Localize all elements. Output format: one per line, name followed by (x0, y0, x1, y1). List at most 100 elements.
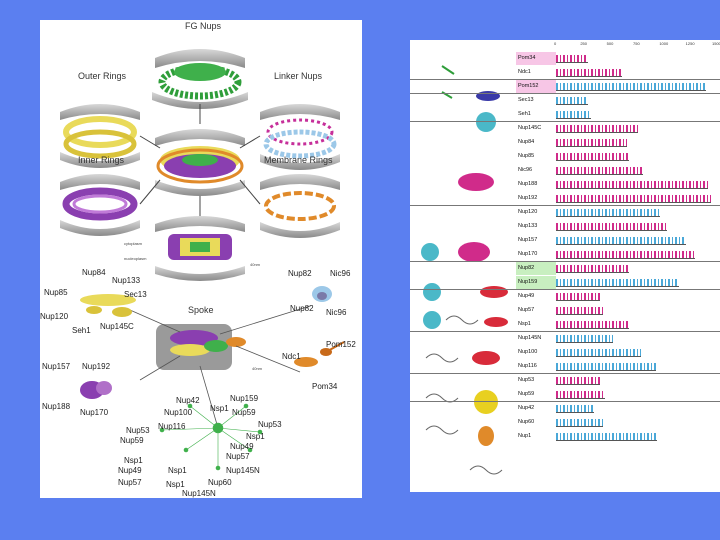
npc-architecture-panel: FG Nups Outer Rings Linker Nups Inner Ri… (40, 20, 362, 498)
label-nsp1-d: Nsp1 (168, 466, 187, 475)
thumb-nup84-complex (458, 173, 494, 191)
nup-row: Nup157 (516, 234, 720, 247)
label-nic96-b: Nic96 (326, 308, 346, 317)
label-nsp1-c: Nsp1 (124, 456, 143, 465)
nup-row-name: Nup157 (516, 234, 556, 247)
label-nsp1-e: Nsp1 (166, 480, 185, 489)
thumb-pom34 (442, 66, 454, 74)
domain-track (556, 55, 588, 63)
nup-row: Nup120 (516, 206, 720, 219)
thumb-nup53 (426, 426, 494, 446)
nup-row-name: Nup59 (516, 388, 556, 401)
domain-track (556, 181, 708, 189)
nup-row: Nup1 (516, 430, 720, 443)
linker-nups-title: Linker Nups (274, 72, 322, 81)
nup-row: Nup116 (516, 360, 720, 373)
nup-row-name: Nic96 (516, 164, 556, 177)
label-nup84: Nup84 (82, 268, 106, 277)
nup-row-name: Nup1 (516, 430, 556, 443)
label-nup57: Nup57 (226, 452, 250, 461)
label-nup82-b: Nup82 (290, 304, 314, 313)
nucleoplasm-label: nucleoplasm (124, 254, 146, 263)
nup-row: Nup145C (516, 122, 720, 135)
nup-row: Nup60 (516, 416, 720, 429)
nup-row: Nsp1 (516, 318, 720, 331)
label-nup85: Nup85 (44, 288, 68, 297)
domain-track (556, 251, 695, 259)
label-nic96-a: Nic96 (330, 269, 350, 278)
membrane-rings-title: Membrane Rings (264, 156, 333, 165)
label-sec13: Sec13 (124, 290, 147, 299)
label-nup133: Nup133 (112, 276, 140, 285)
inner-ring-complex-model (80, 381, 112, 399)
nup-row-name: Nup188 (516, 178, 556, 191)
thumb-nup42 (470, 466, 502, 474)
label-pom152: Pom152 (326, 340, 356, 349)
domain-track (556, 433, 657, 441)
nup-row: Nup42 (516, 402, 720, 415)
nup-row: Pom152 (516, 80, 720, 93)
label-nup170: Nup170 (80, 408, 108, 417)
nup-row: Nup84 (516, 136, 720, 149)
group-separator (410, 373, 720, 374)
domain-track (556, 167, 643, 175)
label-nup120: Nup120 (40, 312, 68, 321)
nup-row-name: Sec13 (516, 94, 556, 107)
nup-row: Ndc1 (516, 66, 720, 79)
domain-track (556, 139, 627, 147)
domain-track (556, 69, 622, 77)
cytoplasm-label: cytoplasm (124, 239, 142, 248)
axis-tick: 0 (554, 41, 556, 46)
inner-rings-model (60, 174, 140, 236)
label-nup192: Nup192 (82, 362, 110, 371)
group-separator (410, 401, 720, 402)
domain-track (556, 237, 686, 245)
nup-row-name: Nup192 (516, 192, 556, 205)
domain-track (556, 419, 603, 427)
thumb-sec13-seh1 (476, 112, 496, 132)
group-separator (410, 121, 720, 122)
group-separator (410, 331, 720, 332)
label-nsp1-b: Nsp1 (246, 432, 265, 441)
axis-tick: 1000 (659, 41, 668, 46)
npc-section-model (155, 216, 245, 281)
domain-track (556, 293, 600, 301)
nup-row-name: Nup82 (516, 262, 556, 275)
nup-row: Nup53 (516, 374, 720, 387)
thumb-nup116 (426, 390, 498, 414)
label-nup145c: Nup145C (100, 322, 134, 331)
nup-row: Pom34 (516, 52, 720, 65)
label-nup188: Nup188 (42, 402, 70, 411)
membrane-rings-model (260, 174, 340, 238)
domain-track (556, 223, 667, 231)
nup-row: Nup49 (516, 290, 720, 303)
nup-row-name: Seh1 (516, 108, 556, 121)
spoke-model (156, 324, 246, 370)
label-nup42: Nup42 (176, 396, 200, 405)
domain-track (556, 321, 629, 329)
domain-track (556, 97, 588, 105)
label-nup59: Nup59 (232, 408, 256, 417)
nup-row-name: Nup42 (516, 402, 556, 415)
nup-domain-table: 0250500750100012501500 Pom34Ndc1Pom152Se… (410, 40, 720, 492)
label-pom34: Pom34 (312, 382, 337, 391)
outer-rings-title: Outer Rings (78, 72, 126, 81)
label-nup60: Nup60 (208, 478, 232, 487)
nup-row-name: Pom34 (516, 52, 556, 65)
label-ndc1: Ndc1 (282, 352, 301, 361)
domain-track (556, 405, 594, 413)
nup-row-name: Nup170 (516, 248, 556, 261)
nup-row: Nup133 (516, 220, 720, 233)
domain-track (556, 209, 660, 217)
nup-row-name: Nup57 (516, 304, 556, 317)
nup-row-name: Nup120 (516, 206, 556, 219)
nup-row-name: Nup85 (516, 150, 556, 163)
domain-track (556, 391, 605, 399)
axis-tick: 500 (607, 41, 614, 46)
nup-row: Nup159 (516, 276, 720, 289)
nup-row: Nup82 (516, 262, 720, 275)
axis-tick: 1250 (686, 41, 695, 46)
group-separator (410, 93, 720, 94)
domain-track (556, 363, 656, 371)
label-nsp1-a: Nsp1 (210, 404, 229, 413)
